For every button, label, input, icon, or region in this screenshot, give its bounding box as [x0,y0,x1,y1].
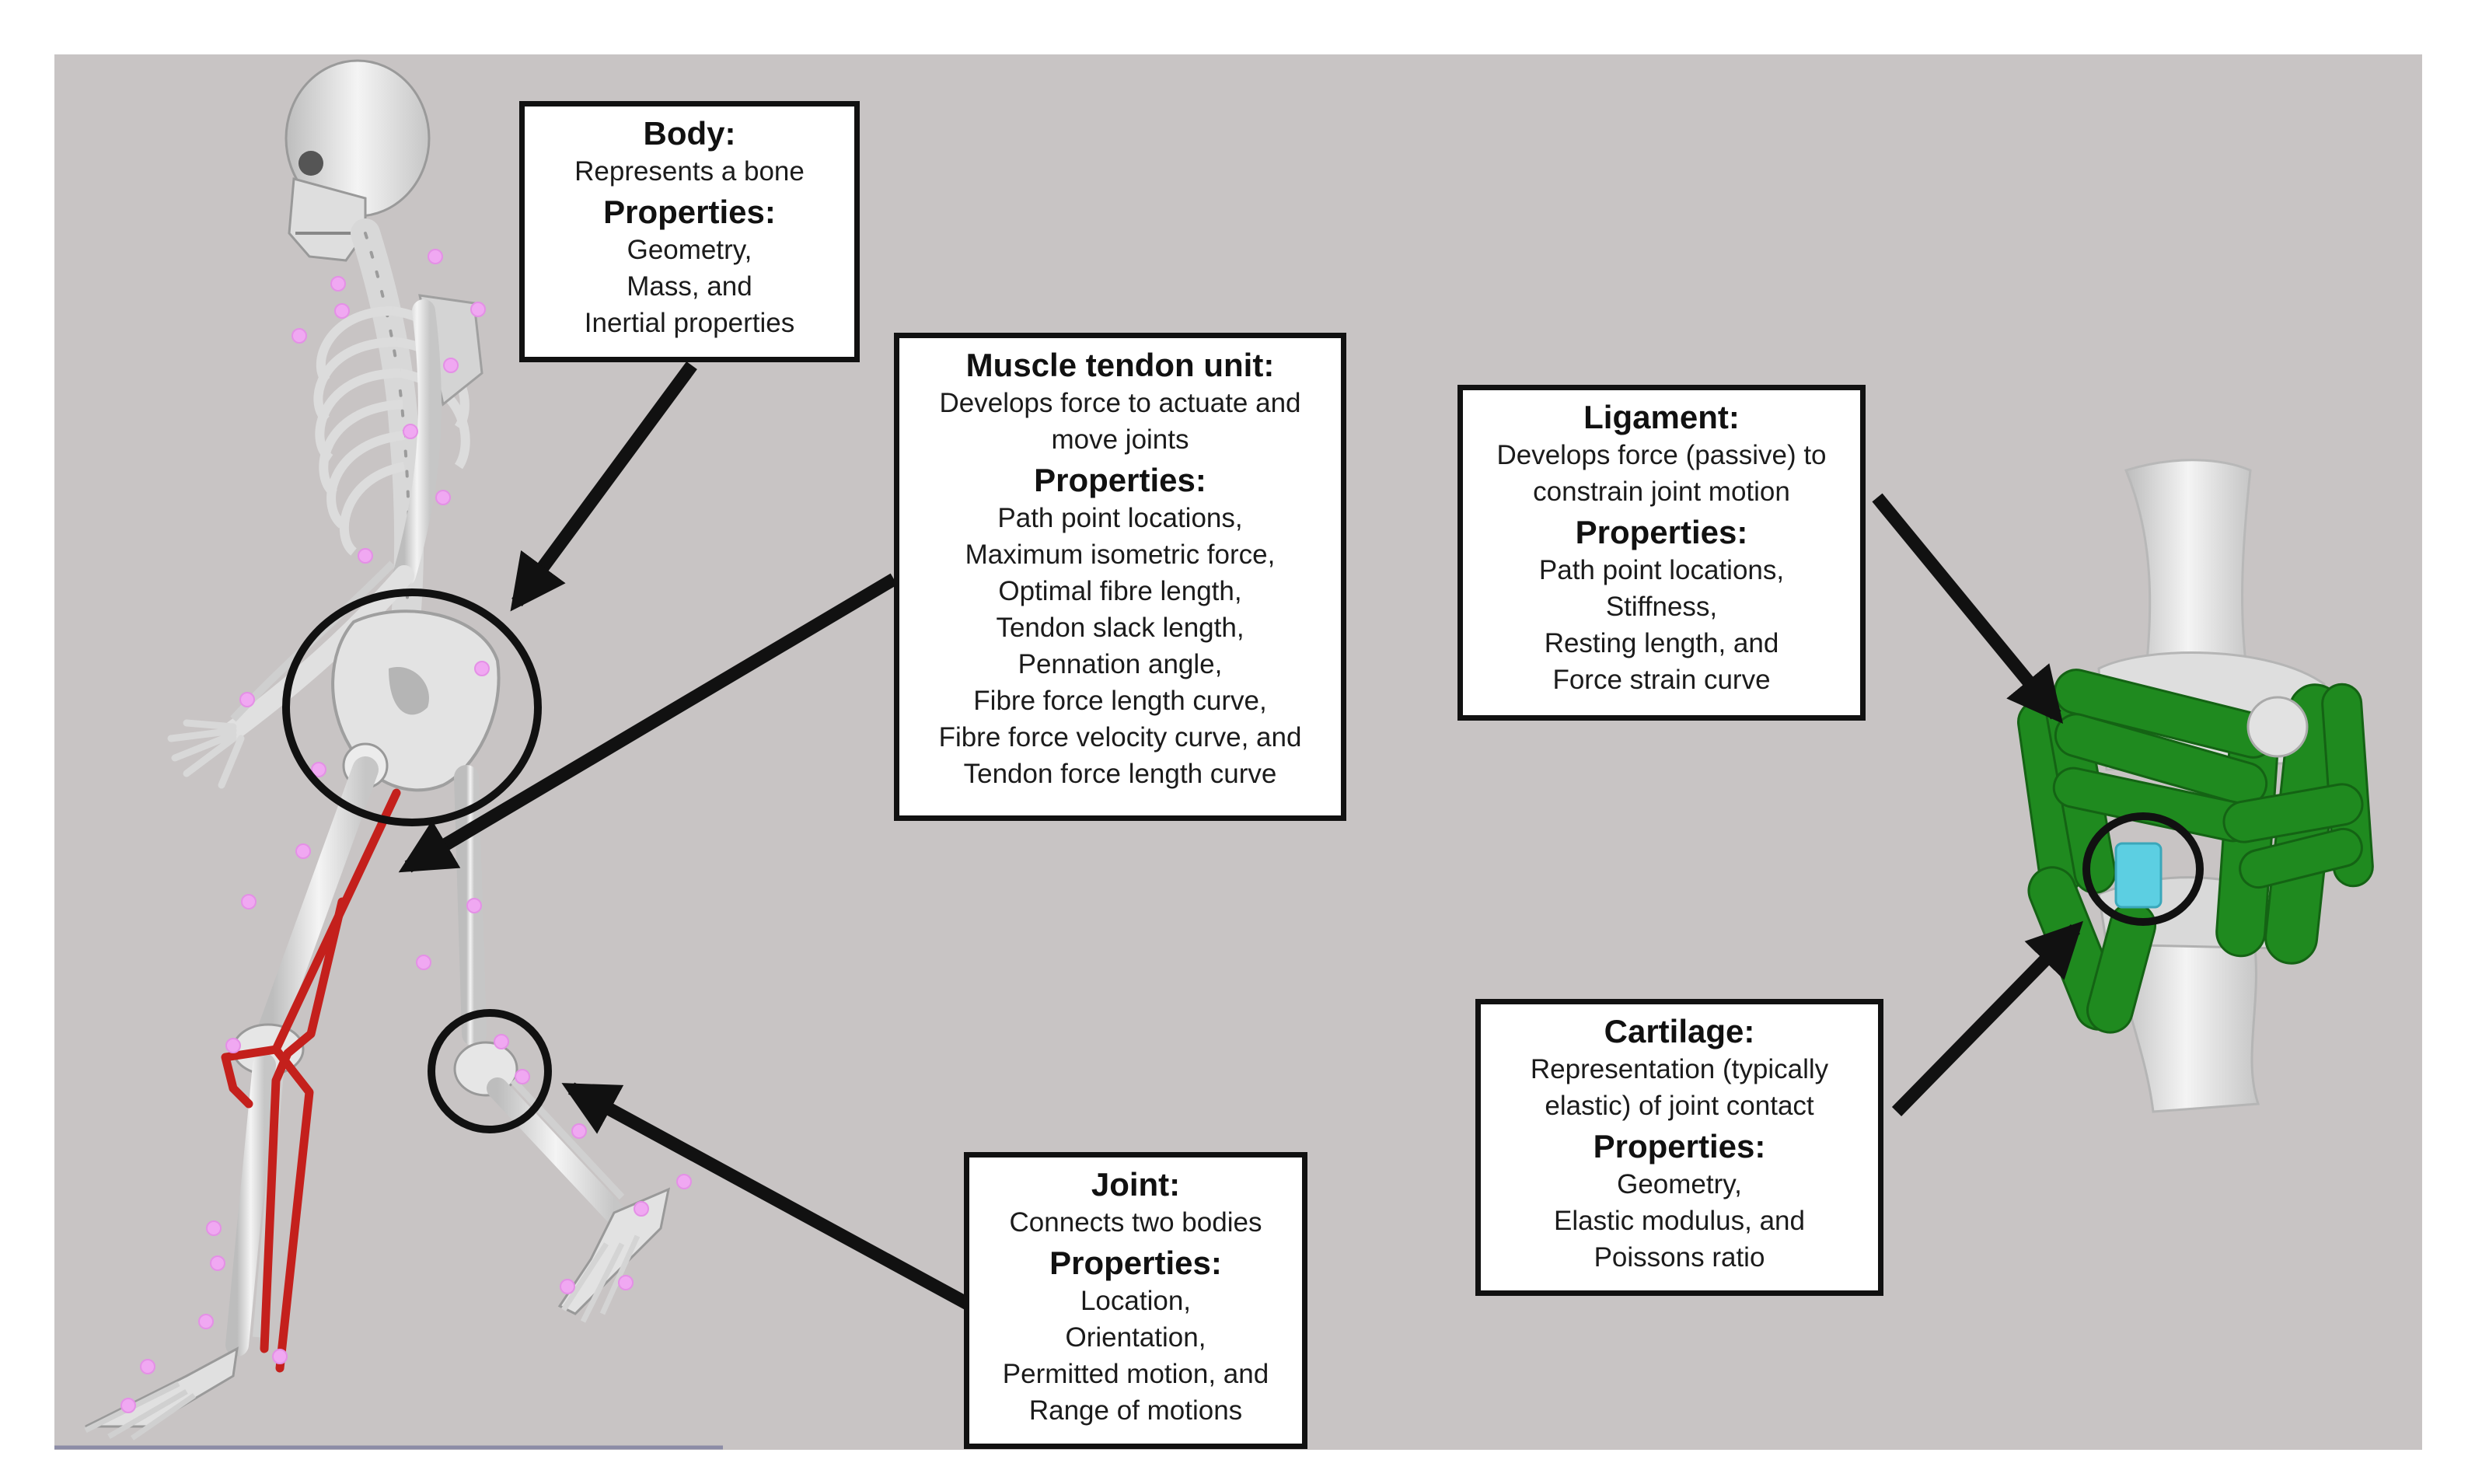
cartilage-property: Geometry, [1617,1169,1742,1199]
hand-bones [167,719,245,789]
femur-shaft [2124,459,2252,678]
ankle-highlight-circle [428,1009,552,1133]
rear-foot [85,1346,239,1428]
arrow-ligament [1872,493,2064,725]
motion-markers [120,249,692,1413]
cartilage-title: Cartilage: [1604,1013,1755,1049]
skull [285,59,431,262]
joint-property: Location, [1080,1286,1192,1316]
body-property: Mass, and [627,271,752,302]
joint-property: Orientation, [1065,1322,1206,1353]
muscle-properties-heading: Properties: [1034,462,1206,498]
body-title: Body: [643,115,736,152]
front-tibia [487,1077,625,1224]
knee-highlight-circle [2082,812,2204,926]
ligament-description: constrain joint motion [1533,477,1790,507]
rear-femur [259,756,379,1039]
cartilage-property: Elastic modulus, and [1554,1206,1805,1236]
muscle-property: Path point locations, [997,503,1243,533]
joint-title: Joint: [1091,1166,1181,1203]
ligament-property: Force strain curve [1552,665,1771,695]
cartilage-property: Poissons ratio [1594,1242,1765,1273]
ligament-property: Stiffness, [1605,592,1718,622]
arrow-muscle [398,573,898,873]
body-info-box: Body: Represents a bone Properties: Geom… [519,101,860,362]
body-property: Inertial properties [584,308,795,338]
muscle-property: Fibre force velocity curve, and [938,722,1302,752]
muscle-lines [221,788,401,1373]
body-description: Represents a bone [574,156,805,187]
muscle-property: Tendon force length curve [963,759,1277,789]
joint-info-box: Joint: Connects two bodies Properties: L… [964,1152,1307,1449]
cartilage-description: Representation (typically [1530,1054,1829,1084]
knee-model [2017,459,2374,1113]
humerus [393,299,442,587]
ligament-info-box: Ligament: Develops force (passive) to co… [1457,385,1866,721]
muscle-property: Fibre force length curve, [973,686,1267,716]
muscle-description: move joints [1051,424,1189,455]
joint-property: Permitted motion, and [1002,1359,1269,1389]
muscle-title: Muscle tendon unit: [965,347,1275,383]
cartilage-block [2114,842,2163,909]
muscle-info-box: Muscle tendon unit: Develops force to ac… [894,333,1346,821]
ligament-property: Resting length, and [1544,628,1779,658]
rear-tibia [225,1053,276,1357]
ligament-title: Ligament: [1583,399,1740,435]
arrow-body [510,361,697,612]
muscle-property: Pennation angle, [1018,649,1223,679]
cartilage-description: elastic) of joint contact [1545,1091,1814,1121]
ligament-description: Develops force (passive) to [1496,440,1827,470]
joint-description: Connects two bodies [1009,1207,1262,1238]
ligament-properties-heading: Properties: [1575,514,1748,550]
body-property: Geometry, [627,235,752,265]
joint-property: Range of motions [1028,1395,1243,1426]
ligament-property: Path point locations, [1538,555,1785,585]
cartilage-info-box: Cartilage: Representation (typically ela… [1475,999,1883,1296]
arrow-cartilage [1891,920,2083,1116]
muscle-property: Maximum isometric force, [965,539,1276,570]
callout-circles [282,588,2204,1133]
arrow-joint [561,1082,976,1312]
body-properties-heading: Properties: [603,194,776,230]
muscle-property: Tendon slack length, [996,613,1244,643]
muscle-property: Optimal fibre length, [998,576,1242,606]
muscle-description: Develops force to actuate and [939,388,1301,418]
joint-properties-heading: Properties: [1049,1245,1222,1281]
ligament-bundles [2017,669,2374,1034]
cartilage-properties-heading: Properties: [1593,1128,1766,1165]
callout-arrows [398,361,2083,1312]
